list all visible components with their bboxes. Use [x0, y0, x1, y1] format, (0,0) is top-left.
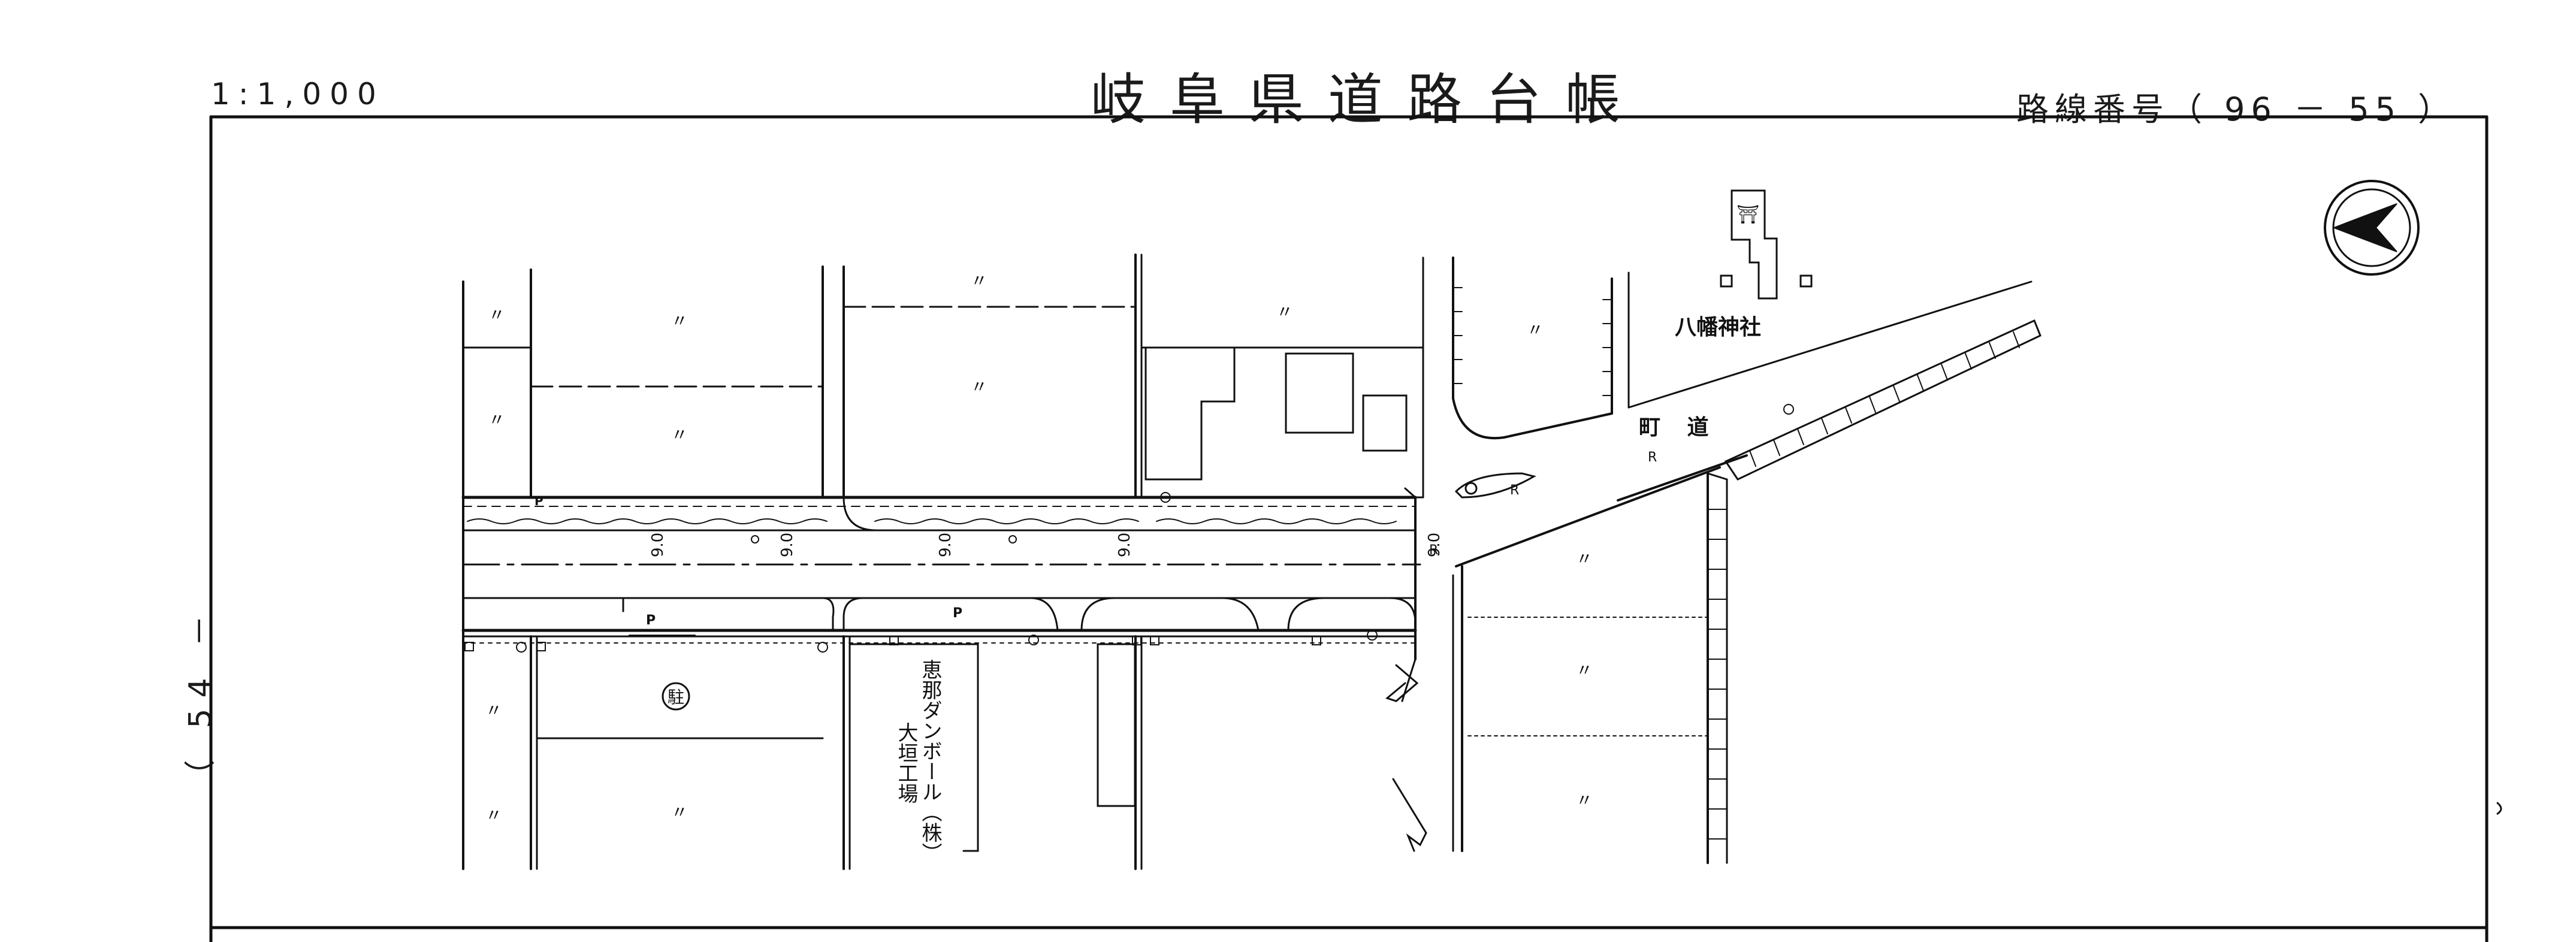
svg-text:〃: 〃: [1276, 302, 1293, 322]
svg-text:〃: 〃: [1527, 320, 1544, 340]
road-width-2: 9.0: [778, 533, 796, 557]
building-1: [1144, 346, 1236, 481]
p-mark-3: P: [534, 494, 543, 508]
town-road-label: 町 道: [1639, 415, 1719, 440]
p-mark-2: P: [953, 606, 962, 621]
road-width-3: 9.0: [937, 533, 955, 557]
town-road-north-edge: [1617, 454, 1748, 502]
svg-text:〃: 〃: [1576, 660, 1593, 680]
signal-marker: [1464, 482, 1478, 495]
factory-label: 大垣工場: [894, 722, 918, 804]
embankment-vertical: [1707, 472, 1728, 481]
svg-text:〃: 〃: [1576, 549, 1593, 569]
route-number: 路線番号（ 96 － 55 ）: [2016, 90, 2457, 128]
north-sidewalk-wave: [467, 518, 1397, 524]
r-mark-2: R: [1510, 483, 1519, 498]
traffic-island: [1454, 472, 1536, 499]
shrine-label: 八幡神社: [1675, 315, 1761, 340]
parking-mark: [662, 682, 690, 711]
shrine-building: [1731, 189, 1778, 300]
svg-text:〃: 〃: [485, 701, 502, 720]
svg-text:〃: 〃: [1576, 790, 1593, 810]
road-width-5: 9.0: [1426, 533, 1443, 557]
island-2: [842, 597, 1059, 632]
corner-2: [842, 496, 878, 532]
svg-text:〃: 〃: [488, 305, 505, 325]
svg-text:〃: 〃: [671, 311, 688, 331]
island-1: [462, 597, 835, 632]
svg-text:〃: 〃: [488, 410, 505, 430]
map-scale: 1:1,000: [211, 77, 385, 111]
road-width-1: 9.0: [649, 533, 667, 557]
p-mark-1: P: [646, 613, 656, 628]
embankment-hatch: [1452, 287, 2020, 840]
r-mark-3: R: [1429, 543, 1438, 558]
north-arrow-icon: [2324, 180, 2420, 276]
page-title: 岐阜県道路台帳: [1091, 68, 1645, 132]
road-to-south: [1401, 658, 1417, 702]
parking-label: 駐: [668, 687, 684, 707]
frame-side-mark: [2496, 802, 2502, 815]
shrine-road-edge: [1627, 280, 2033, 409]
factory-outline: [848, 643, 979, 852]
svg-text:〃: 〃: [671, 802, 688, 822]
svg-text:〃: 〃: [971, 377, 987, 397]
company-label: 恵那ダンボール（株）: [918, 659, 942, 863]
island-4: [1287, 597, 1417, 632]
embankment-diag: [1724, 319, 2042, 481]
north-corner-line: [1404, 487, 1417, 499]
road-width-4: 9.0: [1116, 533, 1134, 557]
svg-text:恵那ダンボール（株）: 恵那ダンボール（株）: [918, 659, 942, 863]
torii-icon: ⛩: [1737, 204, 1759, 225]
building-2: [1285, 352, 1354, 434]
south-corner-2: [1392, 778, 1427, 852]
svg-text:〃: 〃: [971, 271, 987, 291]
same-marks: 〃 〃 〃 〃 〃 〃 〃 〃 〃 〃 〃 〃 〃 〃: [485, 271, 1593, 825]
svg-text:大垣工場: 大垣工場: [894, 722, 918, 804]
street-fixtures: [464, 404, 1794, 653]
town-road-south-edge: [1455, 466, 1721, 567]
shrine-lantern-2: [1799, 274, 1813, 288]
svg-text:〃: 〃: [671, 425, 688, 445]
east-road-curve: [1452, 397, 1613, 440]
factory-building: [1097, 643, 1136, 807]
building-3: [1362, 394, 1408, 452]
svg-text:〃: 〃: [485, 805, 502, 825]
island-3: [1080, 597, 1260, 632]
shrine-lantern-1: [1720, 274, 1733, 288]
r-mark-1: R: [1648, 450, 1657, 465]
